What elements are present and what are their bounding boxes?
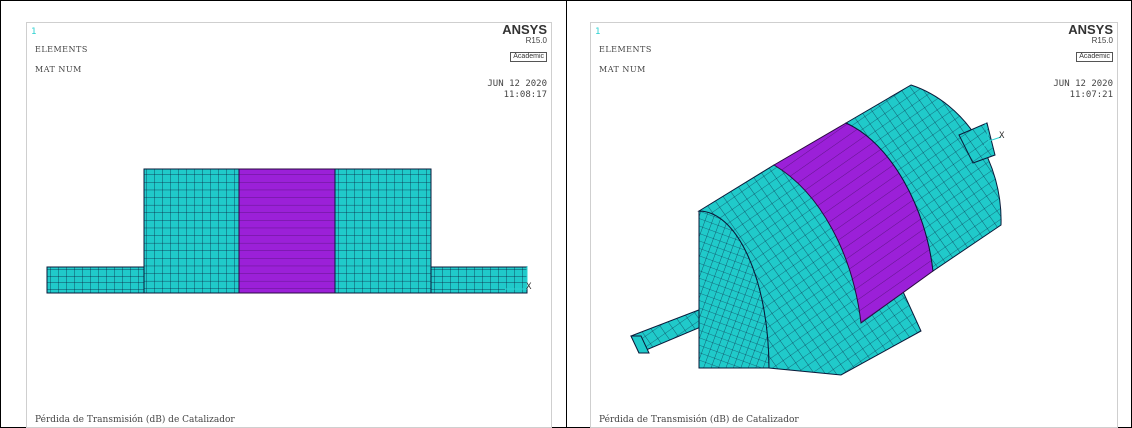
axis-triad bbox=[978, 122, 1002, 152]
version-label: R15.0 bbox=[1091, 36, 1113, 45]
mat-num-label: MAT NUM bbox=[35, 65, 82, 74]
brand-name: ANSYS bbox=[1068, 22, 1113, 37]
panel-divider bbox=[566, 0, 567, 428]
version-label: R15.0 bbox=[525, 36, 547, 45]
elements-label: ELEMENTS bbox=[599, 45, 652, 54]
viewport-right[interactable]: 1 ELEMENTS MAT NUM ANSYS R15.0 Academic … bbox=[590, 22, 1118, 428]
time-text: 11:08:17 bbox=[503, 90, 547, 100]
edition-badge: Academic bbox=[1076, 52, 1113, 62]
axis-x-label: X bbox=[526, 282, 532, 292]
mesh-view-iso bbox=[630, 84, 1002, 376]
window-index: 1 bbox=[31, 27, 37, 37]
date-text: JUN 12 2020 bbox=[487, 79, 547, 89]
date-text: JUN 12 2020 bbox=[1053, 79, 1113, 89]
window-index: 1 bbox=[595, 27, 601, 37]
ansys-logo: ANSYS R15.0 Academic bbox=[1068, 23, 1113, 63]
mesh-view-side bbox=[46, 168, 528, 294]
time-text: 11:07:21 bbox=[1069, 90, 1113, 100]
axis-triad bbox=[505, 266, 528, 290]
plot-title: Pérdida de Transmisión (dB) de Catalizad… bbox=[599, 415, 799, 425]
axis-x-label: X bbox=[999, 131, 1005, 141]
mat-num-label: MAT NUM bbox=[599, 65, 646, 74]
viewport-left[interactable]: 1 ELEMENTS MAT NUM ANSYS R15.0 Academic … bbox=[26, 22, 552, 428]
ansys-logo: ANSYS R15.0 Academic bbox=[502, 23, 547, 63]
timestamp: JUN 12 2020 11:07:21 bbox=[1053, 79, 1113, 101]
elements-label: ELEMENTS bbox=[35, 45, 88, 54]
brand-name: ANSYS bbox=[502, 22, 547, 37]
edition-badge: Academic bbox=[510, 52, 547, 62]
plot-title: Pérdida de Transmisión (dB) de Catalizad… bbox=[35, 415, 235, 425]
timestamp: JUN 12 2020 11:08:17 bbox=[487, 79, 547, 101]
